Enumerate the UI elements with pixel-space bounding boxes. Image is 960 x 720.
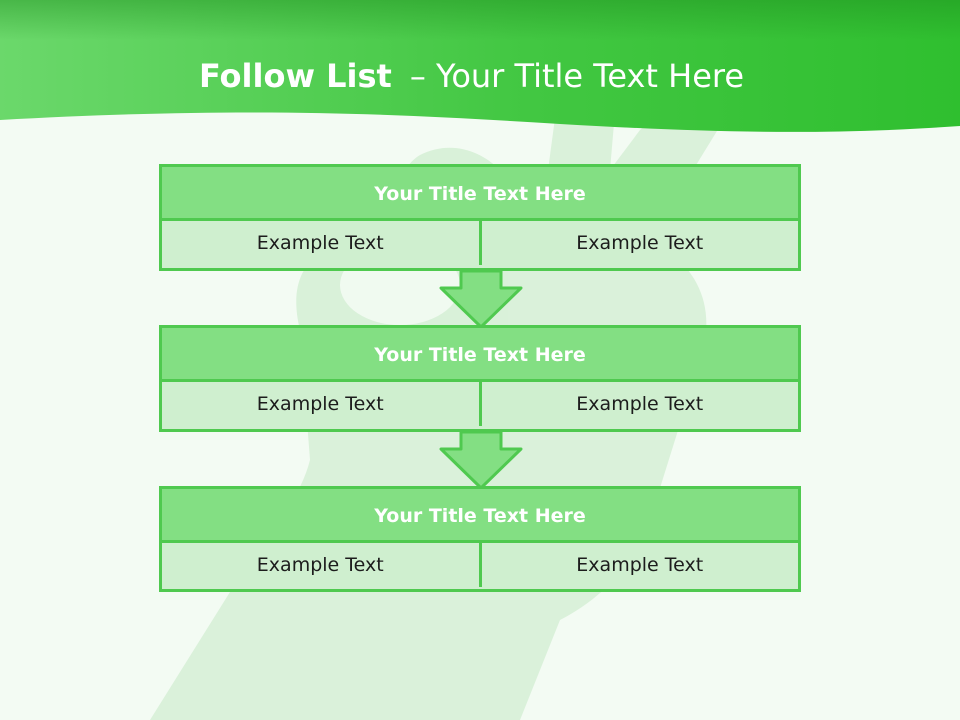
step-row: Example Text Example Text (162, 221, 798, 265)
step-cell-left: Example Text (256, 393, 384, 415)
step-title: Your Title Text Here (162, 489, 798, 543)
step-cell-left: Example Text (256, 554, 384, 576)
step-cell-right: Example Text (478, 382, 799, 426)
step-box-3: Your Title Text Here Example Text Exampl… (159, 486, 801, 592)
page-title-subtitle: – Your Title Text Here (409, 57, 745, 95)
step-row: Example Text Example Text (162, 382, 798, 426)
step-box-1: Your Title Text Here Example Text Exampl… (159, 164, 801, 271)
down-arrow-icon (439, 431, 523, 489)
page-title-bold: Follow List (198, 57, 392, 95)
step-box-2: Your Title Text Here Example Text Exampl… (159, 325, 801, 432)
step-row: Example Text Example Text (162, 543, 798, 587)
down-arrow-icon (439, 270, 523, 328)
step-title: Your Title Text Here (162, 328, 798, 382)
page-title: Follow List – Your Title Text Here (0, 52, 943, 100)
step-cell-left: Example Text (256, 232, 384, 254)
step-cell-right: Example Text (478, 543, 799, 587)
step-cell-right: Example Text (478, 221, 799, 265)
step-title: Your Title Text Here (162, 167, 798, 221)
